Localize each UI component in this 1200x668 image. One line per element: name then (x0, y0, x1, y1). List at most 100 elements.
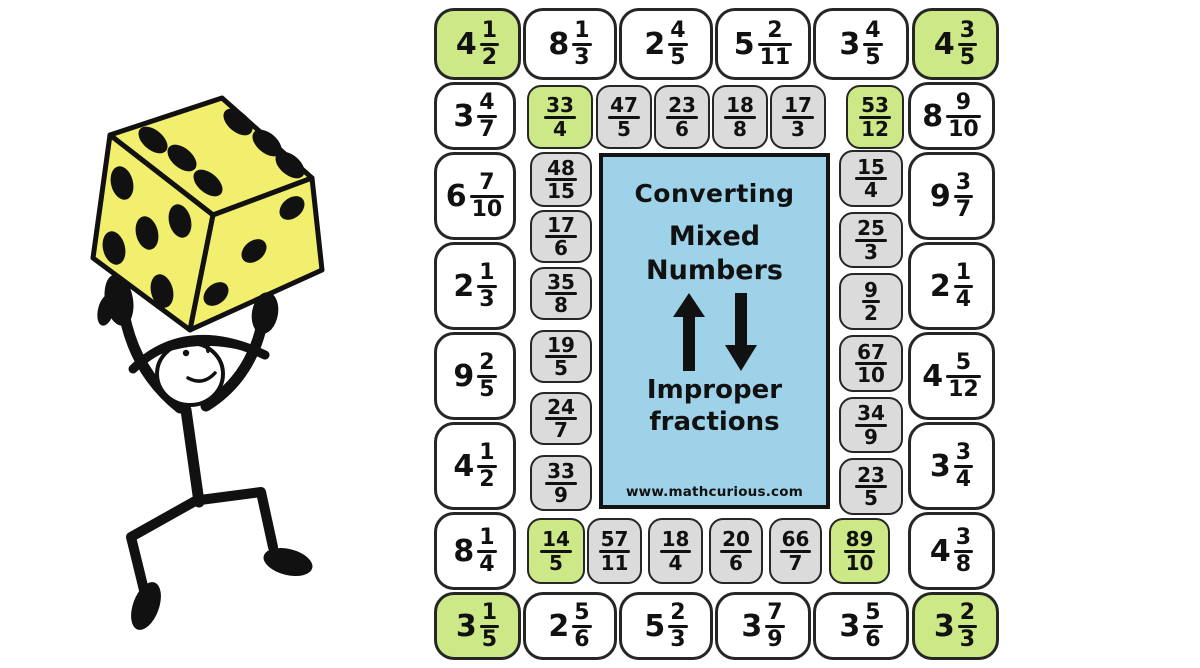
fraction-bar (477, 464, 497, 468)
mixed-number-whole: 4 (922, 359, 944, 394)
mixed-number-whole: 3 (839, 609, 861, 644)
fraction-numerator: 3 (959, 18, 976, 44)
fraction-bar (757, 42, 793, 46)
fraction-bar (666, 115, 698, 119)
mixed-number-whole: 6 (445, 179, 467, 214)
fraction-denominator: 5 (864, 486, 878, 510)
mixed-number-whole: 4 (453, 449, 475, 484)
fraction-bar (855, 485, 887, 488)
fraction-numerator: 57 (600, 527, 629, 552)
fraction-numerator: 1 (479, 440, 495, 466)
website-url: www.mathcurious.com (625, 484, 803, 500)
fraction-denominator: 9 (767, 626, 783, 652)
fraction-denominator: 7 (955, 196, 972, 222)
fraction-numerator: 15 (857, 154, 885, 179)
fraction-denominator: 4 (955, 286, 972, 312)
board-title-fractions: fractions (649, 407, 780, 437)
mixed-number-whole: 8 (548, 27, 570, 62)
fraction-bar (724, 115, 756, 119)
fraction-bar (479, 42, 500, 46)
fraction-denominator: 7 (554, 418, 568, 442)
fraction-bar (779, 549, 812, 553)
fraction-numerator: 67 (857, 339, 885, 364)
fraction-numerator: 5 (574, 600, 590, 626)
fraction-bar (946, 374, 981, 378)
fraction-numerator: 7 (479, 170, 495, 196)
fraction-denominator: 8 (554, 293, 568, 317)
fraction-denominator: 10 (471, 196, 503, 222)
fraction-bar (863, 42, 883, 46)
fraction-numerator: 7 (767, 600, 783, 626)
fraction-numerator: 2 (479, 350, 495, 376)
fraction-numerator: 1 (955, 260, 972, 286)
fraction-numerator: 33 (546, 93, 574, 118)
fraction-denominator: 3 (959, 626, 976, 652)
fraction-numerator: 1 (481, 600, 498, 626)
mixed-number-whole: 2 (644, 27, 666, 62)
fraction-numerator: 9 (955, 90, 972, 116)
fraction-bar (668, 624, 688, 628)
fraction-denominator: 9 (554, 482, 568, 507)
mixed-number-whole: 3 (455, 609, 477, 644)
fraction-numerator: 20 (722, 527, 750, 552)
mixed-number-whole: 3 (933, 609, 955, 644)
fraction-bar (946, 114, 981, 118)
mixed-number-whole: 4 (929, 534, 951, 569)
center-panel: Converting Mixed Numbers Improper fracti… (599, 153, 830, 509)
